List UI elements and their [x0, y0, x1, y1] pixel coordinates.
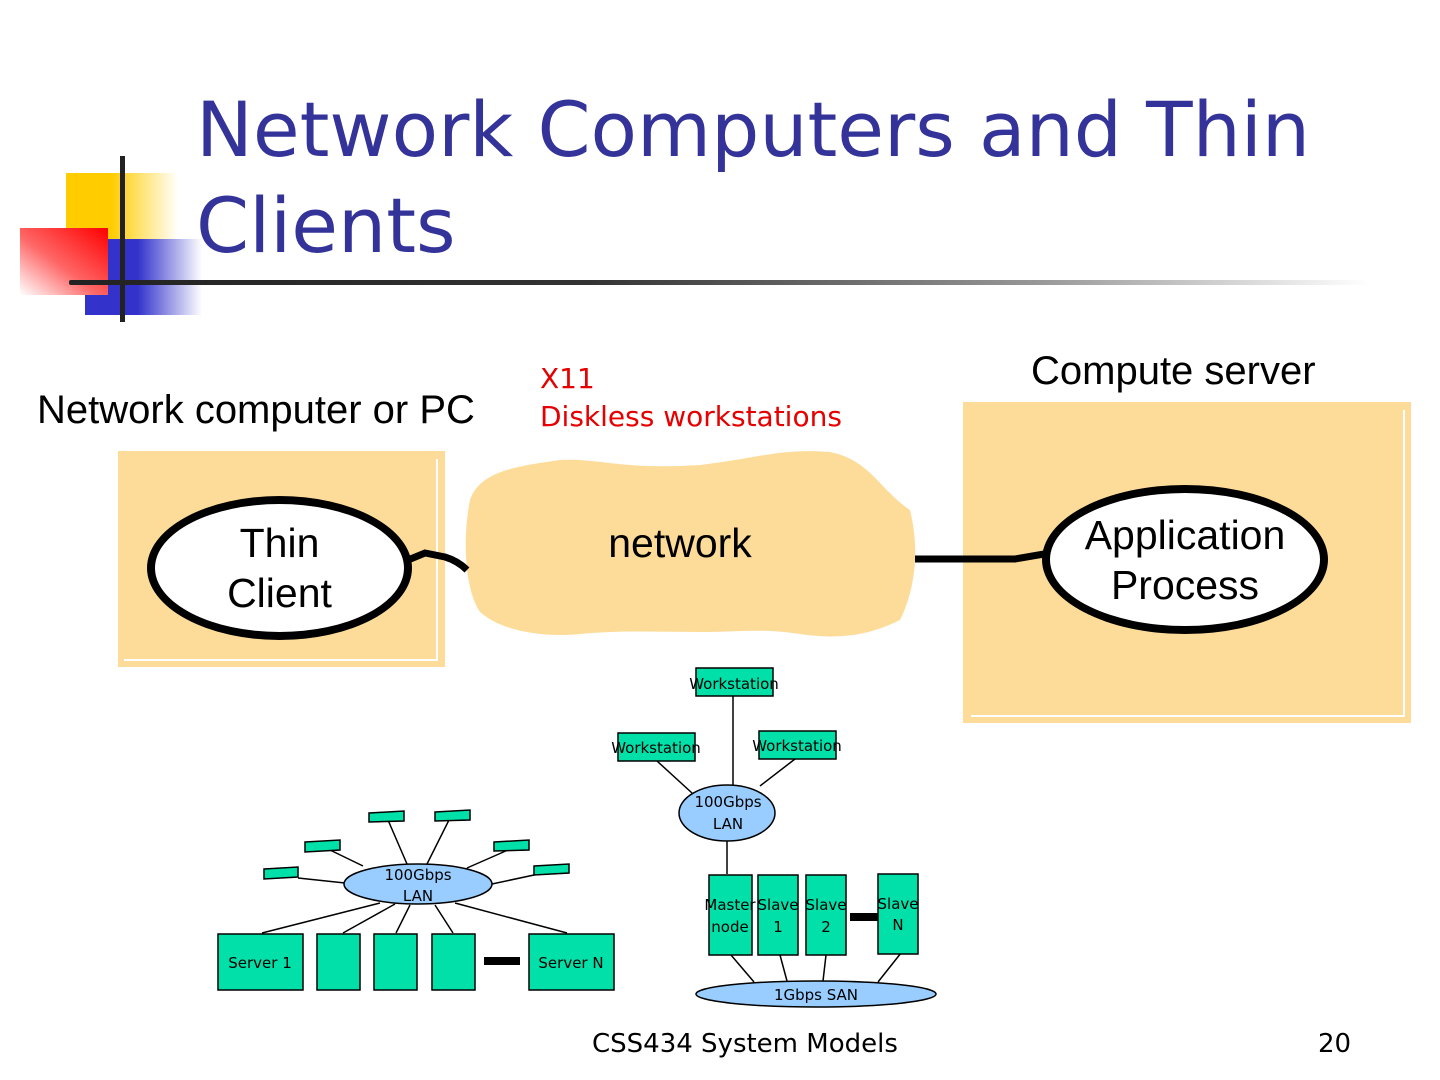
- ellipsis-bar: [484, 957, 520, 965]
- network-label: network: [608, 520, 752, 566]
- slave-2-line2: 2: [821, 918, 831, 936]
- left-lan-line2: LAN: [403, 887, 433, 905]
- application-process-line2: Process: [1110, 561, 1260, 608]
- thin-client-line2: Client: [227, 570, 332, 616]
- workstation-top-box: [695, 667, 774, 697]
- page-number: 20: [1318, 1029, 1352, 1059]
- thin-client-node: Thin Client: [147, 496, 412, 640]
- slave-1-line2: 1: [773, 918, 783, 936]
- slave-1-line1: Slave: [758, 896, 799, 914]
- workstation-top-label: Workstation: [689, 675, 779, 693]
- server-label: Compute server: [1031, 349, 1316, 393]
- left-lan-ellipse: [343, 863, 493, 905]
- right-lan-line2: LAN: [713, 815, 743, 833]
- server-1-label: Server 1: [228, 954, 292, 972]
- left-lan-line1: 100Gbps: [384, 866, 451, 884]
- san-ellipse: [695, 980, 937, 1008]
- slave-n-line1: Slave: [878, 895, 919, 913]
- network-cloud: [465, 451, 916, 637]
- master-node-box: [708, 874, 753, 956]
- slide-title: Network Computers and Thin Clients: [196, 85, 1311, 270]
- network-server-link: [915, 549, 1051, 563]
- client-label: Network computer or PC: [37, 388, 475, 432]
- decor-vertical-line: [120, 156, 125, 322]
- client-network-link: [406, 549, 470, 573]
- slave-2-line1: Slave: [806, 896, 847, 914]
- master-node-line2: node: [711, 918, 748, 936]
- small-node: [368, 810, 405, 823]
- small-node: [493, 839, 530, 852]
- master-node-line1: Master: [704, 896, 756, 914]
- note-x11: X11: [540, 362, 595, 395]
- workstation-right-box: [758, 730, 837, 760]
- san-label: 1Gbps SAN: [774, 986, 858, 1004]
- workstation-right-label: Workstation: [752, 737, 842, 755]
- small-node: [304, 839, 341, 853]
- title-underline: [69, 280, 1369, 285]
- server-n-box: [528, 933, 615, 991]
- footer-text: CSS434 System Models: [592, 1029, 898, 1059]
- thin-client-line1: Thin: [239, 520, 320, 566]
- application-process-node: Application Process: [1042, 485, 1328, 634]
- workstation-left-box: [617, 732, 696, 762]
- server-1-box: [217, 933, 304, 991]
- slave-2-box: [805, 874, 847, 956]
- slave-1-box: [757, 874, 799, 956]
- ellipsis-bar: [850, 913, 878, 921]
- note-diskless: Diskless workstations: [540, 400, 842, 433]
- right-lan-line1: 100Gbps: [694, 793, 761, 811]
- server-4-box: [431, 933, 476, 991]
- small-node: [434, 809, 471, 822]
- small-node: [533, 863, 570, 876]
- small-node: [263, 866, 299, 880]
- right-lan-ellipse: [678, 784, 776, 842]
- workstation-left-label: Workstation: [611, 739, 701, 757]
- server-n-label: Server N: [538, 954, 603, 972]
- server-2-box: [316, 933, 361, 991]
- application-process-line1: Application: [1084, 511, 1286, 558]
- slave-n-line2: N: [892, 916, 903, 934]
- server-3-box: [373, 933, 418, 991]
- slave-n-box: [877, 873, 919, 955]
